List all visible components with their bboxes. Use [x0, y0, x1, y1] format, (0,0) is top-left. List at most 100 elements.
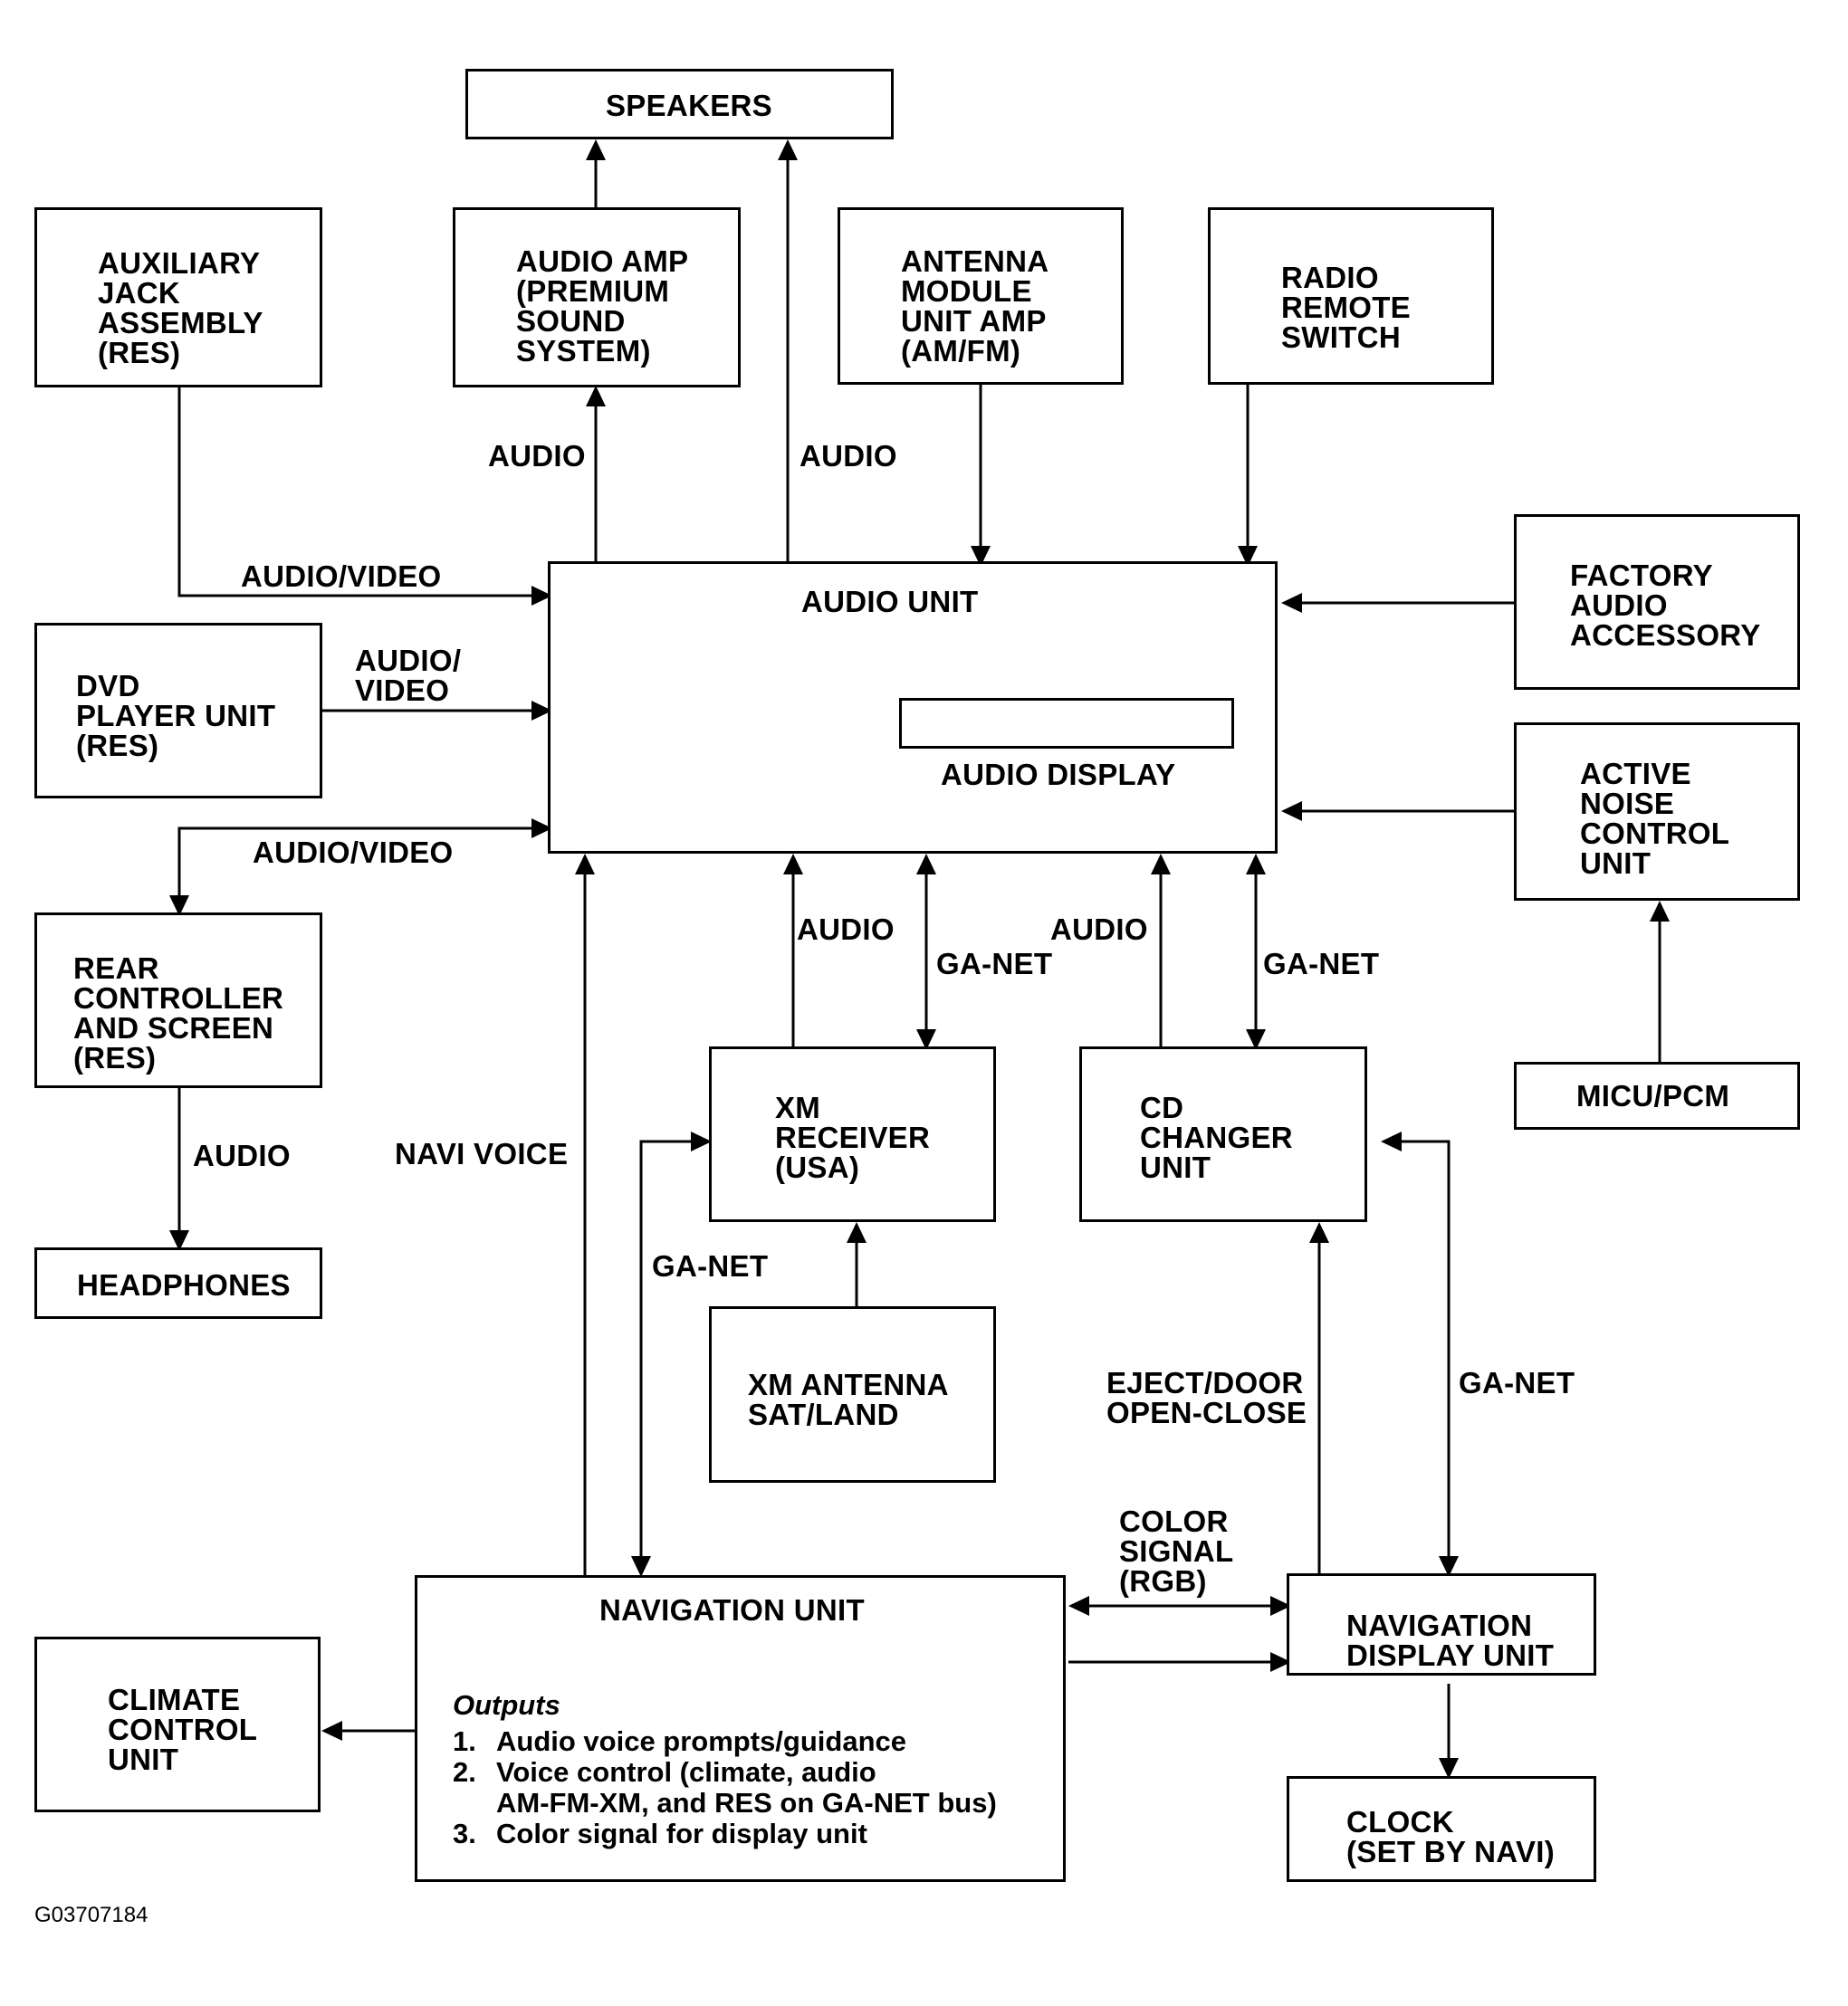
radio-remote-label: RADIO REMOTE SWITCH — [1281, 261, 1411, 354]
xm-antenna-box: XM ANTENNA SAT/LAND — [709, 1306, 996, 1483]
audio-amp-label: AUDIO AMP (PREMIUM SOUND SYSTEM) — [516, 244, 689, 368]
arrowhead-remote — [1238, 546, 1258, 567]
arrowhead-cd-audio — [1151, 854, 1171, 874]
arrowhead-speakers-2 — [778, 139, 798, 160]
climate-control-label: CLIMATE CONTROL UNIT — [108, 1683, 258, 1776]
micu-pcm-label: MICU/PCM — [1576, 1079, 1730, 1113]
arrowhead-nav-xm-down — [631, 1556, 651, 1577]
arrowhead-eject — [1309, 1222, 1329, 1243]
output-item-number: 1. — [453, 1725, 476, 1757]
wire-aux-unit — [177, 387, 534, 597]
rear-controller-box: REAR CONTROLLER AND SCREEN (RES) — [34, 912, 322, 1088]
arrowhead-xm-antenna — [847, 1222, 867, 1243]
headphones-box: HEADPHONES — [34, 1247, 322, 1319]
arrowhead-speakers-1 — [586, 139, 606, 160]
cd-audio-label: AUDIO — [1050, 912, 1148, 946]
output-item-text: Color signal for display unit — [496, 1818, 867, 1849]
amp-audio-label: AUDIO — [488, 439, 586, 473]
rear-controller-label: REAR CONTROLLER AND SCREEN (RES) — [73, 951, 284, 1075]
headphones-label: HEADPHONES — [77, 1268, 291, 1302]
micu-pcm-box: MICU/PCM — [1514, 1062, 1800, 1130]
output-item-text: Voice control (climate, audio AM-FM-XM, … — [496, 1756, 997, 1819]
arrowhead-dvd — [531, 701, 552, 721]
speakers-label: SPEAKERS — [606, 89, 772, 122]
xm-receiver-box: XM RECEIVER (USA) — [709, 1046, 996, 1222]
audio-unit-box: AUDIO UNIT AUDIO DISPLAY — [548, 561, 1278, 854]
dvd-av-label: AUDIO/ VIDEO — [355, 644, 462, 707]
cd-changer-label: CD CHANGER UNIT — [1140, 1091, 1293, 1184]
output-item: 3. Color signal for display unit — [453, 1819, 997, 1849]
arrowhead-rear-up — [531, 818, 552, 838]
arrowhead-factory — [1281, 593, 1302, 613]
navigation-unit-box: NAVIGATION UNIT Outputs 1. Audio voice p… — [415, 1575, 1066, 1882]
xm-audio-label: AUDIO — [797, 912, 895, 946]
headphones-audio-label: AUDIO — [193, 1139, 291, 1172]
color-signal-label: COLOR SIGNAL (RGB) — [1119, 1504, 1234, 1598]
navigation-display-label: NAVIGATION DISPLAY UNIT — [1346, 1609, 1555, 1672]
navigation-unit-label: NAVIGATION UNIT — [599, 1593, 865, 1627]
active-noise-label: ACTIVE NOISE CONTROL UNIT — [1580, 757, 1730, 880]
audio-display-screen — [899, 698, 1234, 749]
cd-ganet-label: GA-NET — [1263, 947, 1380, 980]
arrowhead-cd-ganet-up — [1246, 854, 1266, 874]
arrowhead-color-right — [1270, 1596, 1291, 1616]
arrowhead-xm-ganet-down — [916, 1029, 936, 1050]
nav-xm-ganet-label: GA-NET — [652, 1249, 769, 1283]
dvd-player-box: DVD PLAYER UNIT (RES) — [34, 623, 322, 798]
arrowhead-rear-down — [169, 895, 189, 916]
arrowhead-nav-xm-right — [691, 1132, 712, 1151]
clock-box: CLOCK (SET BY NAVI) — [1287, 1776, 1596, 1882]
output-item-text: Audio voice prompts/guidance — [496, 1725, 906, 1757]
arrowhead-aux — [531, 586, 552, 606]
xm-antenna-label: XM ANTENNA SAT/LAND — [748, 1368, 949, 1431]
navi-voice-label: NAVI VOICE — [395, 1137, 569, 1170]
arrowhead-xm-ganet-up — [916, 854, 936, 874]
outputs-title: Outputs — [453, 1689, 560, 1721]
arrowhead-xm-audio — [783, 854, 803, 874]
output-item-number: 2. — [453, 1756, 476, 1788]
outputs-list: Outputs 1. Audio voice prompts/guidance … — [453, 1690, 997, 1849]
xm-receiver-label: XM RECEIVER (USA) — [775, 1091, 931, 1184]
factory-accessory-label: FACTORY AUDIO ACCESSORY — [1570, 559, 1761, 652]
arrowhead-navi-voice — [575, 854, 595, 874]
aux-av-label: AUDIO/VIDEO — [241, 559, 442, 593]
wire-nav-xm-ganet — [639, 1140, 703, 1562]
speakers-audio-label: AUDIO — [800, 439, 897, 473]
speakers-box: SPEAKERS — [465, 69, 894, 139]
output-item: 1. Audio voice prompts/guidance — [453, 1726, 997, 1757]
output-item-number: 3. — [453, 1818, 476, 1849]
arrowhead-cd-ganet-down — [1246, 1029, 1266, 1050]
climate-control-box: CLIMATE CONTROL UNIT — [34, 1637, 321, 1812]
arrowhead-nav-display — [1270, 1652, 1291, 1672]
wire-cd-display-ganet — [1390, 1140, 1451, 1562]
active-noise-box: ACTIVE NOISE CONTROL UNIT — [1514, 722, 1800, 901]
arrowhead-amp — [586, 386, 606, 406]
rear-av-label: AUDIO/VIDEO — [253, 836, 454, 869]
nav-cd-ganet-label: GA-NET — [1459, 1366, 1575, 1399]
audio-unit-label: AUDIO UNIT — [801, 585, 979, 618]
cd-changer-box: CD CHANGER UNIT — [1079, 1046, 1367, 1222]
xm-ganet-label: GA-NET — [936, 947, 1053, 980]
arrowhead-antenna — [971, 546, 991, 567]
factory-accessory-box: FACTORY AUDIO ACCESSORY — [1514, 514, 1800, 690]
figure-code: G03707184 — [34, 1903, 148, 1927]
audio-display-label: AUDIO DISPLAY — [941, 758, 1176, 791]
clock-label: CLOCK (SET BY NAVI) — [1346, 1805, 1556, 1868]
arrowhead-color-left — [1068, 1596, 1089, 1616]
output-item: 2. Voice control (climate, audio AM-FM-X… — [453, 1757, 997, 1819]
dvd-player-label: DVD PLAYER UNIT (RES) — [76, 669, 276, 762]
eject-door-label: EJECT/DOOR OPEN-CLOSE — [1106, 1366, 1307, 1429]
arrowhead-clock — [1439, 1758, 1459, 1779]
auxiliary-jack-box: AUXILIARY JACK ASSEMBLY (RES) — [34, 207, 322, 387]
radio-remote-box: RADIO REMOTE SWITCH — [1208, 207, 1494, 385]
navigation-display-box: NAVIGATION DISPLAY UNIT — [1287, 1573, 1596, 1676]
wire-unit-rear — [177, 826, 534, 905]
antenna-module-label: ANTENNA MODULE UNIT AMP (AM/FM) — [901, 244, 1049, 368]
arrowhead-headphones — [169, 1230, 189, 1251]
arrowhead-climate — [321, 1721, 342, 1741]
arrowhead-noise — [1281, 801, 1302, 821]
arrowhead-cd-display-down — [1439, 1556, 1459, 1577]
audio-amp-box: AUDIO AMP (PREMIUM SOUND SYSTEM) — [453, 207, 741, 387]
